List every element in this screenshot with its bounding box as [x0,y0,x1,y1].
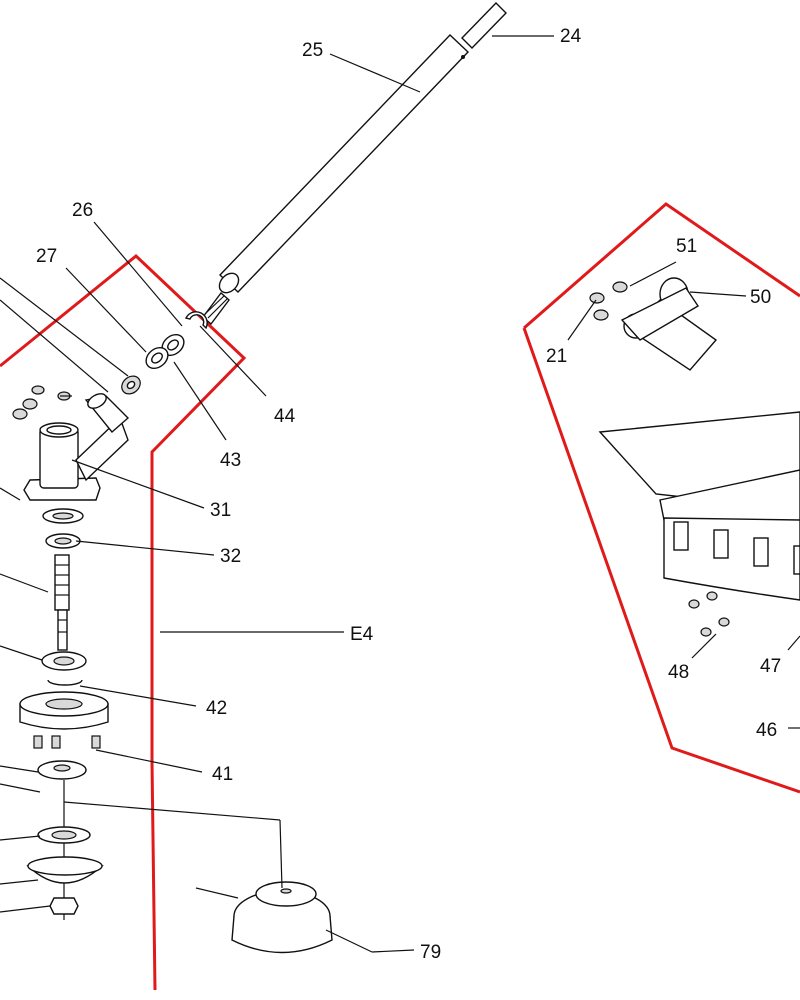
callout-21: 21 [546,346,567,367]
shield-guard [598,411,800,637]
callout-32: 32 [220,546,241,567]
cutter-hardware [26,826,104,915]
callout-46: 46 [756,720,777,741]
leader-lines [0,35,800,953]
callout-25: 25 [302,40,323,61]
bracket-group-outline-lower [522,327,800,794]
callout-42: 42 [206,698,227,719]
callout-e4: E4 [350,624,374,645]
trimmer-head [195,881,373,954]
drive-shaft-tube [202,2,507,326]
callout-43: 43 [220,450,241,471]
gear-head-bolts [12,385,72,420]
gear-head-housing [23,393,130,501]
callout-41: 41 [212,764,233,785]
handle-bracket [589,277,718,371]
callout-51: 51 [676,236,697,257]
callout-31: 31 [210,500,231,521]
bearing-stack [121,333,185,395]
flange-assembly [19,651,109,920]
lower-bearings [42,508,84,549]
callout-24: 24 [560,26,582,47]
callout-48: 48 [668,662,689,683]
bracket-group-outline [523,202,800,330]
callout-26: 26 [72,200,93,221]
callout-47: 47 [760,656,781,677]
clamp-ring [184,311,208,330]
callout-27: 27 [36,246,57,267]
callout-50: 50 [750,287,771,308]
callout-44: 44 [274,406,296,427]
callout-79: 79 [420,942,441,963]
output-shaft [54,554,70,651]
